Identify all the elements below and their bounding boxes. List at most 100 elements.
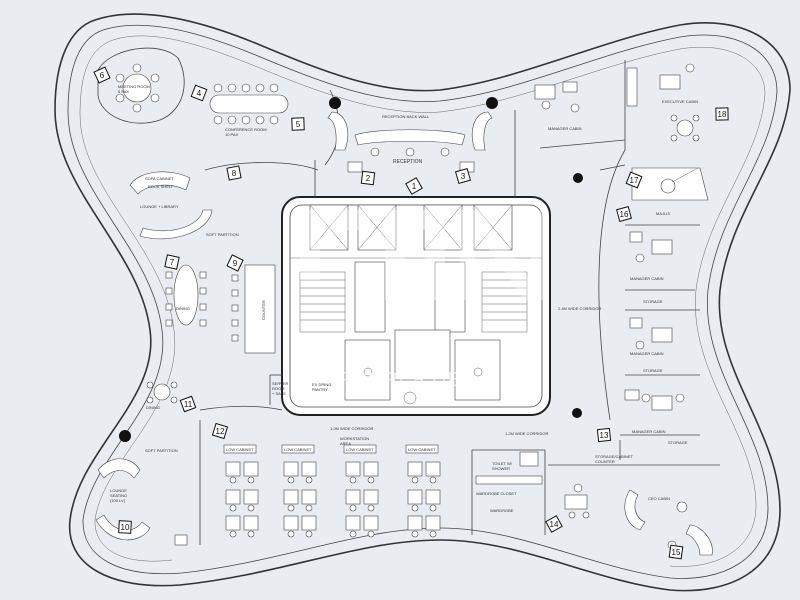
workstation-chair (287, 504, 295, 512)
workstation-desk (225, 515, 241, 531)
workstation-chair (229, 504, 237, 512)
view-marker-label: 12 (216, 427, 225, 436)
toilet-wardrobe: TOILET W/SHOWER WARDROBE CLOSET WARDROBE… (475, 451, 633, 513)
soft-partition-bottom-label: SOFT PARTITION (145, 448, 178, 453)
executive-cabin: EXECUTIVE CABIN (626, 63, 700, 142)
workstation-chair (247, 504, 255, 512)
dining-1-label: DINING (176, 306, 190, 311)
low-cabinet (223, 444, 257, 454)
book-shelf-label: BOOK SHELF (148, 184, 174, 189)
view-marker-17 (625, 171, 643, 189)
workstation-chair (305, 530, 313, 538)
low-cabinet (281, 444, 315, 454)
view-marker-label: 5 (296, 120, 301, 129)
view-marker-label: 6 (100, 71, 105, 80)
workstation-chair (247, 476, 255, 484)
view-marker-label: 17 (630, 176, 639, 185)
soft-partition-top-label: SOFT PARTITION (206, 232, 239, 237)
manager-cabin-4: MANAGER CABIN STORAGE (624, 389, 688, 445)
workstation-chair (349, 476, 357, 484)
workstation-chair (247, 530, 255, 538)
manager-cabin-3: MANAGER CABIN STORAGE (629, 317, 673, 373)
low-cabinet (405, 444, 439, 454)
workstation-chair (411, 476, 419, 484)
workstation-chair (287, 476, 295, 484)
low-cabinet-label: LOW CABINET (284, 447, 312, 452)
workstation-chair (349, 530, 357, 538)
dining-area: DINING COUNTER DINING (146, 264, 276, 410)
low-cabinet-label: LOW CABINET (346, 447, 374, 452)
wardrobe-label: WARDROBE (490, 508, 514, 513)
view-marker-label: 15 (672, 548, 681, 557)
sofa-cabinet-label: SOFA CABINET (145, 176, 174, 181)
view-marker-label: 4 (197, 89, 202, 98)
view-marker-14 (545, 515, 563, 533)
corridor-right-label: 2.4M WIDE CORRIDOR (558, 306, 601, 311)
workstation-desk (363, 489, 379, 505)
reception-back-wall-label: RECEPTION BACK WALL (382, 114, 430, 119)
toilet-shower-label: TOILET W/SHOWER (492, 461, 513, 471)
workstation-desk (407, 489, 423, 505)
wardrobe-closet-label: WARDROBE CLOSET (476, 491, 517, 496)
workstation-desk (301, 461, 317, 477)
view-marker-1 (405, 177, 423, 195)
view-marker-12 (211, 422, 229, 440)
executive-cabin-label: EXECUTIVE CABIN (662, 99, 698, 104)
view-marker-label: 3 (461, 172, 466, 181)
workstation-desk (363, 515, 379, 531)
workstation-desk (425, 489, 441, 505)
ceo-cabin: CEO CABIN (564, 483, 713, 556)
workstation-desk (243, 461, 259, 477)
storage-2-label: STORAGE (643, 368, 663, 373)
workstation-desk (345, 461, 361, 477)
view-marker-label: 9 (233, 259, 238, 268)
view-marker-13 (596, 427, 612, 443)
workstation-desk (283, 489, 299, 505)
manager-cabin-3-label: MANAGER CABIN (630, 351, 664, 356)
workstation-desk (283, 515, 299, 531)
counter-label: COUNTER (261, 300, 266, 320)
manager-cabin-4-label: MANAGER CABIN (632, 429, 666, 434)
low-cabinet-label: LOW CABINET (408, 447, 436, 452)
workstation-chair (411, 530, 419, 538)
low-cabinet (343, 444, 377, 454)
majlis-label: MAJLIS (656, 211, 670, 216)
workstation-desk (363, 461, 379, 477)
workstation-chair (411, 504, 419, 512)
watermark: PROPERTIES (300, 210, 545, 391)
view-marker-11 (179, 395, 197, 413)
workstation-desk (301, 515, 317, 531)
view-marker-16 (616, 206, 632, 222)
view-marker-10 (118, 520, 132, 534)
workstation-desk (243, 489, 259, 505)
storage-3-label: STORAGE (668, 440, 688, 445)
view-marker-18 (715, 107, 729, 121)
view-marker-label: 7 (170, 258, 175, 267)
workstation-desk (407, 515, 423, 531)
storage-1-label: STORAGE (643, 299, 663, 304)
view-marker-label: 16 (620, 210, 629, 219)
view-marker-3 (454, 167, 472, 185)
watermark-text: PROPERTIES (338, 369, 477, 391)
workstation-desk (407, 461, 423, 477)
workstation-desk (301, 489, 317, 505)
workstation-desk (425, 515, 441, 531)
workstation-desk (225, 489, 241, 505)
workstation-chair (305, 504, 313, 512)
workstation-desk (425, 461, 441, 477)
view-marker-label: 10 (121, 523, 130, 532)
manager-cabin-2-label: MANAGER CABIN (630, 276, 664, 281)
workstation-chair (229, 530, 237, 538)
dining-2-label: DINING (146, 405, 160, 410)
